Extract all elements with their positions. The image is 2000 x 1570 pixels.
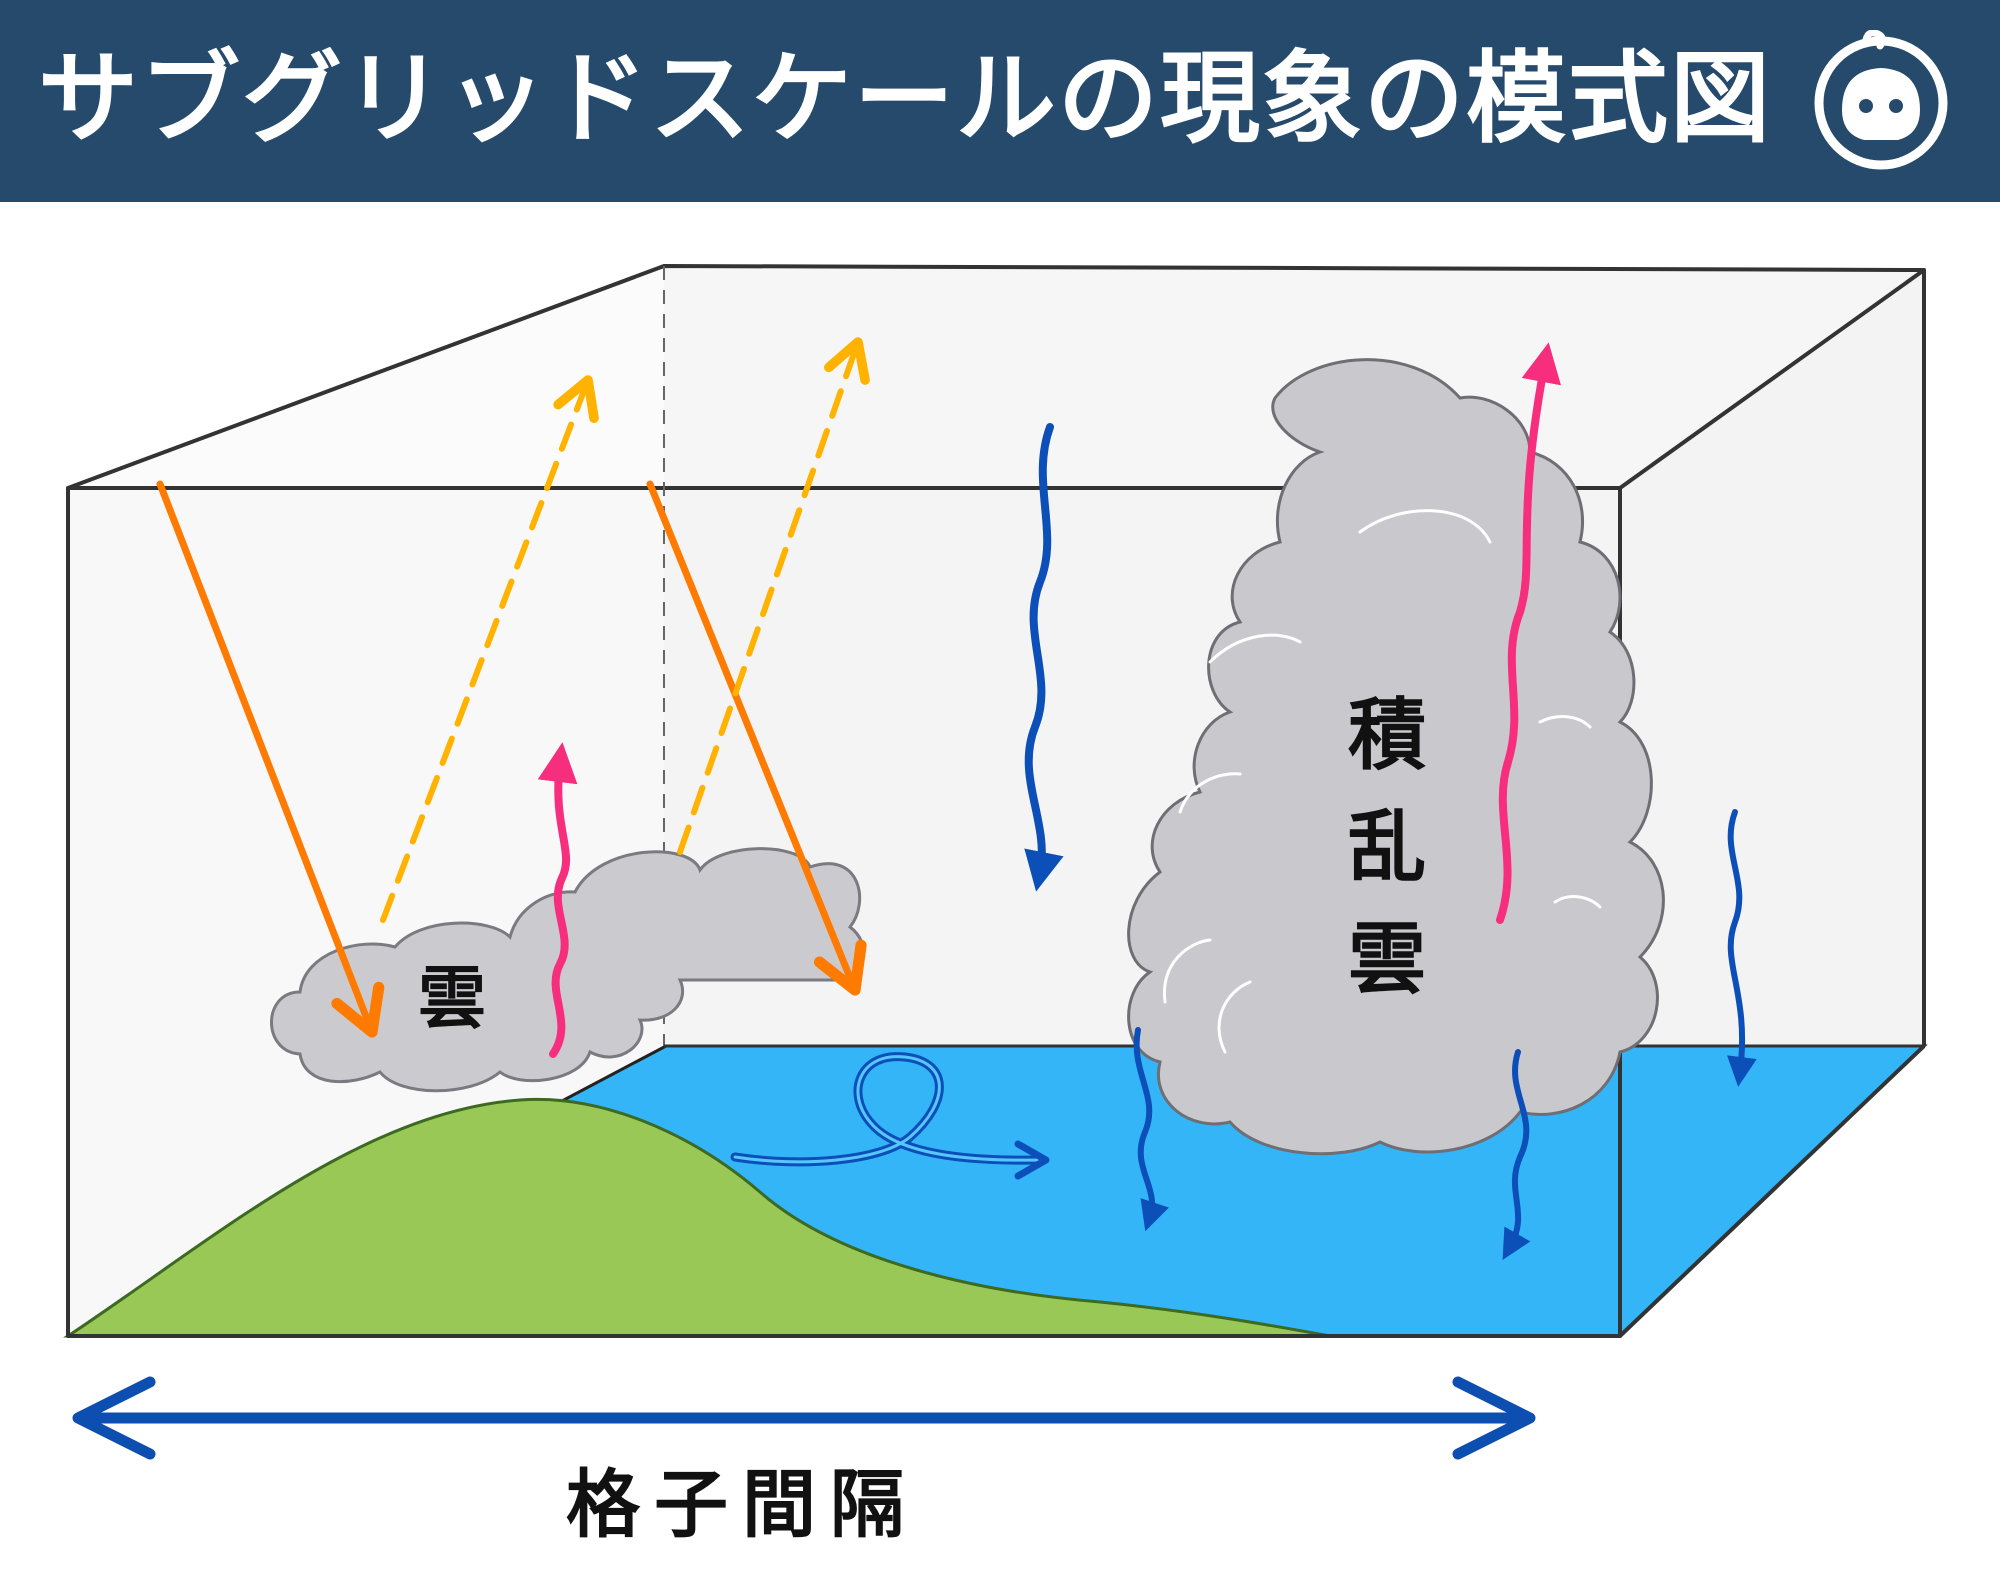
turbulence-eddy-arrow <box>730 1052 1050 1180</box>
downdraft-arrow-1 <box>1024 423 1064 892</box>
downdraft-arrow-3 <box>1502 1049 1531 1261</box>
cumulonimbus-label-char-1: 積 <box>1347 691 1426 781</box>
cloud-label: 雲 <box>418 960 487 1039</box>
cumulonimbus-label-char-2: 乱 <box>1347 803 1426 893</box>
cumulonimbus-label-char-3: 雲 <box>1347 915 1426 1005</box>
cumulonimbus-highlights <box>1163 509 1602 1054</box>
reflected-radiation-arrow-2 <box>677 337 870 855</box>
grid-spacing-label: 格子間隔 <box>566 1462 918 1548</box>
downdraft-arrow-4 <box>1726 809 1757 1087</box>
cumulonimbus-label: 積 乱 雲 <box>1342 680 1432 1016</box>
character-logo-icon <box>1814 30 1948 170</box>
land-mountain <box>63 1097 1331 1338</box>
title-bar: サブグリッドスケールの現象の模式図 <box>0 0 2000 202</box>
updraft-arrow-cumulonimbus <box>1496 342 1561 924</box>
solar-radiation-arrow-2 <box>646 480 867 996</box>
grid-cell-diagram <box>63 264 1928 1460</box>
page-title: サブグリッドスケールの現象の模式図 <box>38 40 1772 157</box>
updraft-arrow-cloud <box>537 742 578 1058</box>
downdraft-arrow-2 <box>1133 1027 1169 1232</box>
cloud-shape <box>270 847 866 1093</box>
reflected-radiation-arrow-1 <box>380 375 599 923</box>
solar-radiation-arrow-1 <box>156 480 385 1038</box>
